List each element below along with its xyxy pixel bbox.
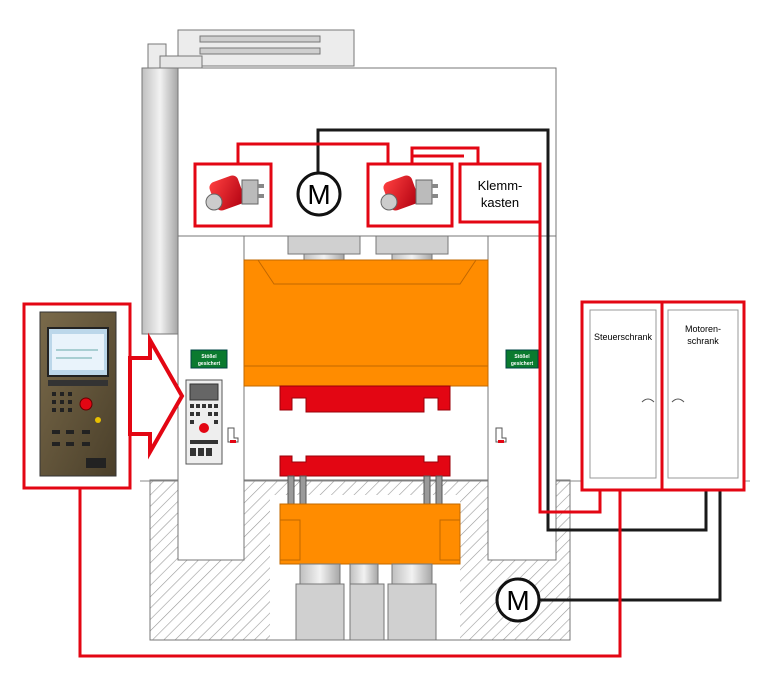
arrow-right-icon <box>128 332 185 460</box>
upper-die <box>279 385 451 413</box>
motor-top: M <box>296 171 342 217</box>
encoder-left <box>193 162 273 228</box>
encoder-icon <box>205 175 264 211</box>
power-cables <box>316 128 722 602</box>
side-cylinder <box>141 67 179 335</box>
door-handle-icon <box>227 427 239 443</box>
safety-tag-left: Stößel gesichert <box>190 349 228 369</box>
encoder-right <box>366 162 454 228</box>
svg-text:gesichert: gesichert <box>511 361 534 367</box>
control-cabinet: Steuerschrank <box>580 300 664 492</box>
svg-text:M: M <box>307 179 330 210</box>
motor-icon <box>495 577 541 623</box>
svg-text:Motoren-: Motoren- <box>685 324 721 334</box>
signal-cables <box>78 142 622 658</box>
svg-text:Klemm-: Klemm- <box>478 178 523 193</box>
motor-icon <box>296 171 342 217</box>
safety-tag-right: Stößel gesichert <box>505 349 539 369</box>
svg-text:kasten: kasten <box>481 195 519 210</box>
encoder-icon <box>380 175 438 211</box>
svg-text:M: M <box>506 585 529 616</box>
motor-cabinet: Motoren- schrank <box>660 300 746 492</box>
terminal-box: Klemm- kasten <box>458 162 542 224</box>
bolster <box>279 503 461 641</box>
column-control-panel <box>185 379 223 465</box>
right-column <box>487 235 557 561</box>
lower-die <box>279 455 451 505</box>
motor-bottom: M <box>495 577 541 623</box>
top-cylinders <box>147 29 355 69</box>
press-ram <box>243 259 489 387</box>
svg-text:gesichert: gesichert <box>198 361 221 367</box>
svg-text:schrank: schrank <box>687 336 719 346</box>
svg-text:Stößel: Stößel <box>201 354 217 360</box>
control-panel-photo <box>39 311 117 477</box>
door-handle-icon <box>641 398 655 403</box>
door-handle-icon <box>495 427 507 443</box>
operator-panel <box>22 302 132 490</box>
svg-text:Stößel: Stößel <box>514 354 530 360</box>
door-handle-icon <box>671 398 685 403</box>
svg-text:Steuerschrank: Steuerschrank <box>594 332 653 342</box>
